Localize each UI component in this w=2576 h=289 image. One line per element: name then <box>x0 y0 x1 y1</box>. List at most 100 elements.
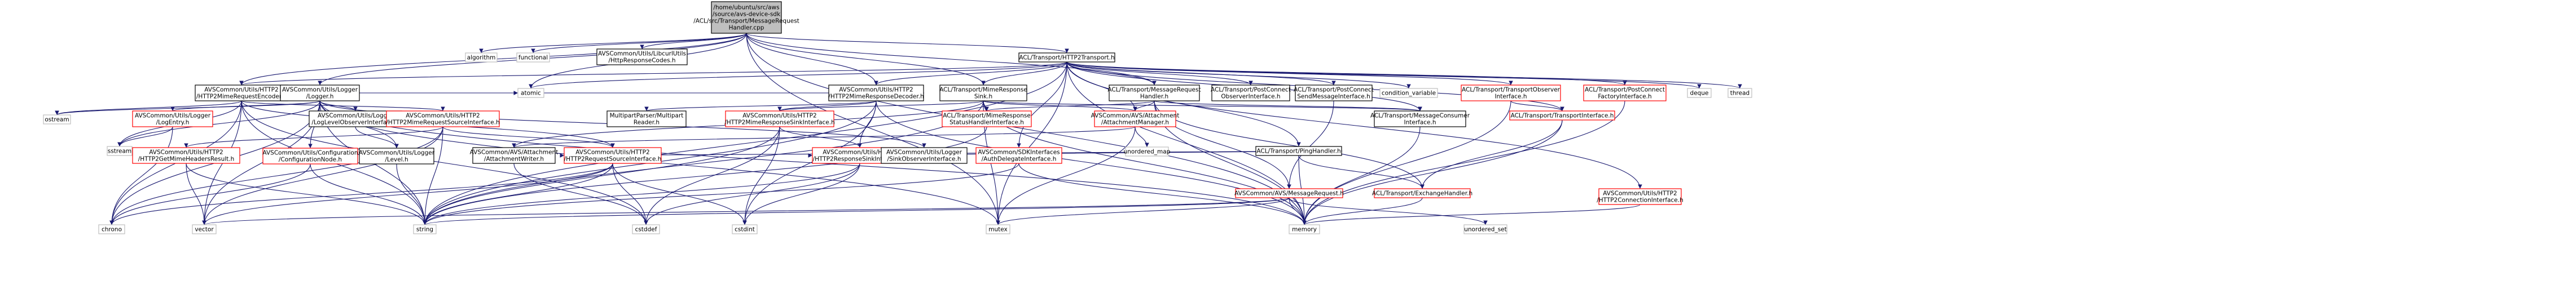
node-label-line: condition_variable <box>1382 90 1436 97</box>
node-http2transport[interactable]: ACL/Transport/HTTP2Transport.h <box>1018 52 1115 63</box>
edge-messagerequest-to-unorderedset <box>1289 197 1488 225</box>
node-label-line: Handler.h <box>1140 94 1168 100</box>
node-label-line: functional <box>518 55 548 61</box>
node-label-line: ACL/Transport/PostConnect <box>1211 87 1291 94</box>
node-sstream[interactable]: sstream <box>107 146 133 156</box>
node-label-line: deque <box>1690 90 1709 97</box>
node-mimesink[interactable]: ACL/Transport/MimeResponseSink.h <box>939 85 1027 101</box>
node-label-line: AVSCommon/Utils/HTTP2 <box>575 149 649 156</box>
node-encoder[interactable]: AVSCommon/Utils/HTTP2/HTTP2MimeRequestEn… <box>195 85 288 101</box>
node-root[interactable]: /home/ubuntu/src/aws/source/avs-device-s… <box>693 1 799 34</box>
node-box <box>359 148 434 164</box>
node-box <box>132 147 240 164</box>
node-label-line: AVSCommon/Utils/Logger <box>359 150 435 157</box>
edge-pinghandler-to-exchangehandler <box>1298 155 1425 189</box>
node-label-line: Interface.h <box>1404 119 1436 126</box>
node-label-line: AVSCommon/Utils/HTTP2 <box>742 113 816 119</box>
node-condvar[interactable]: condition_variable <box>1379 88 1438 98</box>
node-label-line: AVSCommon/Utils/HTTP2 <box>204 87 278 94</box>
edge-logentry-to-sstream <box>117 126 173 147</box>
edge-mimereqsource-to-vector <box>202 126 443 225</box>
edge-root-to-http2transport <box>746 33 1069 54</box>
node-label-line: AVSCommon/AVS/Attachment <box>470 149 559 156</box>
node-reqsource[interactable]: AVSCommon/Utils/HTTP2/HTTP2RequestSource… <box>564 147 662 164</box>
node-postconnectobs[interactable]: ACL/Transport/PostConnectObserverInterfa… <box>1211 85 1291 101</box>
node-label-line: thread <box>1730 90 1749 97</box>
edge-mimereqsource-to-chrono <box>109 126 443 225</box>
node-unorderedmap[interactable]: unordered_map <box>1124 146 1171 157</box>
node-box <box>1125 146 1169 157</box>
edge-http2transport-to-deque <box>1066 61 1702 89</box>
edge-transportobs-to-memory <box>1302 100 1511 225</box>
node-algorithm[interactable]: algorithm <box>465 52 498 63</box>
node-memory[interactable]: memory <box>1289 224 1320 234</box>
node-box <box>98 224 125 234</box>
node-cstdint[interactable]: cstdint <box>732 224 758 234</box>
node-logger[interactable]: AVSCommon/Utils/Logger/Logger.h <box>280 85 360 101</box>
node-box <box>725 110 834 127</box>
node-label-line: AVSCommon/Utils/LibcurlUtils <box>598 51 686 57</box>
node-atomic[interactable]: atomic <box>517 88 544 98</box>
node-functional[interactable]: functional <box>516 52 550 63</box>
node-label-line: /HTTP2ConnectionInterface.h <box>1597 197 1683 204</box>
node-attachmentmgr[interactable]: AVSCommon/AVS/Attachment/AttachmentManag… <box>1091 110 1180 127</box>
node-label-line: /AttachmentManager.h <box>1101 119 1169 126</box>
node-mimereqsource[interactable]: AVSCommon/Utils/HTTP2/HTTP2MimeRequestSo… <box>386 110 500 127</box>
node-cstddef[interactable]: cstddef <box>632 224 660 234</box>
node-exchangehandler[interactable]: ACL/Transport/ExchangeHandler.h <box>1372 188 1472 198</box>
node-decoder[interactable]: AVSCommon/Utils/HTTP2/HTTP2MimeResponseD… <box>828 85 924 101</box>
node-label-line: cstdint <box>735 226 755 233</box>
node-messagerequest[interactable]: AVSCommon/AVS/MessageRequest.h <box>1234 188 1344 198</box>
node-mimerespsink[interactable]: AVSCommon/Utils/HTTP2/HTTP2MimeResponseS… <box>724 110 835 127</box>
edge-messagerequest-to-vector <box>202 197 1290 225</box>
node-pinghandler[interactable]: ACL/Transport/PingHandler.h <box>1255 146 1342 156</box>
node-httpresponsecodes[interactable]: AVSCommon/Utils/LibcurlUtils/HttpRespons… <box>596 48 688 65</box>
node-chrono[interactable]: chrono <box>98 224 125 234</box>
node-unorderedset[interactable]: unordered_set <box>1463 224 1507 234</box>
node-label-line: ostream <box>45 117 69 123</box>
node-postconnectfactory[interactable]: ACL/Transport/PostConnectFactoryInterfac… <box>1583 85 1667 101</box>
node-mimestatus[interactable]: ACL/Transport/MimeResponseStatusHandlerI… <box>942 110 1032 127</box>
node-label-line: /HttpResponseCodes.h <box>608 57 675 64</box>
node-thread[interactable]: thread <box>1727 88 1752 98</box>
node-deque[interactable]: deque <box>1687 88 1712 98</box>
node-box <box>1463 224 1507 234</box>
edge-http2transport-to-condvar <box>1066 61 1411 89</box>
node-mutex[interactable]: mutex <box>986 224 1010 234</box>
node-connectionif[interactable]: AVSCommon/Utils/HTTP2/HTTP2ConnectionInt… <box>1597 188 1683 205</box>
node-level[interactable]: AVSCommon/Utils/Logger/Level.h <box>359 148 435 164</box>
node-ostream[interactable]: ostream <box>43 114 71 125</box>
node-postconnectsend[interactable]: ACL/Transport/PostConnectSendMessageInte… <box>1294 85 1374 101</box>
node-transportobs[interactable]: ACL/Transport/TransportObserverInterface… <box>1461 85 1561 101</box>
edge-mimereqsource-to-string <box>423 126 443 225</box>
edge-root-to-functional <box>531 33 747 54</box>
edge-http2transport-to-decoder <box>874 61 1067 86</box>
node-authdelegate[interactable]: AVSCommon/SDKInterfaces/AuthDelegateInte… <box>975 147 1062 164</box>
node-box <box>1583 85 1667 101</box>
node-logentry[interactable]: AVSCommon/Utils/Logger/LogEntry.h <box>132 110 213 127</box>
edge-confignode-to-chrono <box>109 163 311 225</box>
node-label-line: ACL/Transport/MessageRequest <box>1107 87 1201 94</box>
node-vector[interactable]: vector <box>192 224 217 234</box>
node-label-line: sstream <box>108 148 131 155</box>
edge-root-to-algorithm <box>479 33 747 54</box>
node-label-line: AVSCommon/AVS/MessageRequest.h <box>1234 190 1344 197</box>
node-box <box>1598 188 1682 205</box>
edge-mimesink-to-messageconsumer <box>983 100 1422 112</box>
node-label-line: string <box>416 226 433 233</box>
node-string[interactable]: string <box>413 224 437 234</box>
node-label-line: AVSCommon/Utils/Logger <box>282 87 358 94</box>
edge-logentry-to-chrono <box>109 126 173 225</box>
edge-mimereqsource-to-reqsource <box>442 126 615 148</box>
node-getmimeheaders[interactable]: AVSCommon/Utils/HTTP2/HTTP2GetMimeHeader… <box>132 147 240 164</box>
node-label-line: StatusHandlerInterface.h <box>949 119 1024 126</box>
node-transportif[interactable]: ACL/Transport/TransportInterface.h <box>1509 110 1615 121</box>
node-label-line: ACL/Transport/PingHandler.h <box>1256 148 1340 155</box>
node-sinkobs[interactable]: AVSCommon/Utils/Logger/SinkObserverInter… <box>881 147 968 164</box>
node-attachwriter[interactable]: AVSCommon/AVS/Attachment/AttachmentWrite… <box>470 147 559 164</box>
node-confignode[interactable]: AVSCommon/Utils/Configuration/Configurat… <box>262 148 358 164</box>
edge-level-to-string <box>396 163 427 225</box>
